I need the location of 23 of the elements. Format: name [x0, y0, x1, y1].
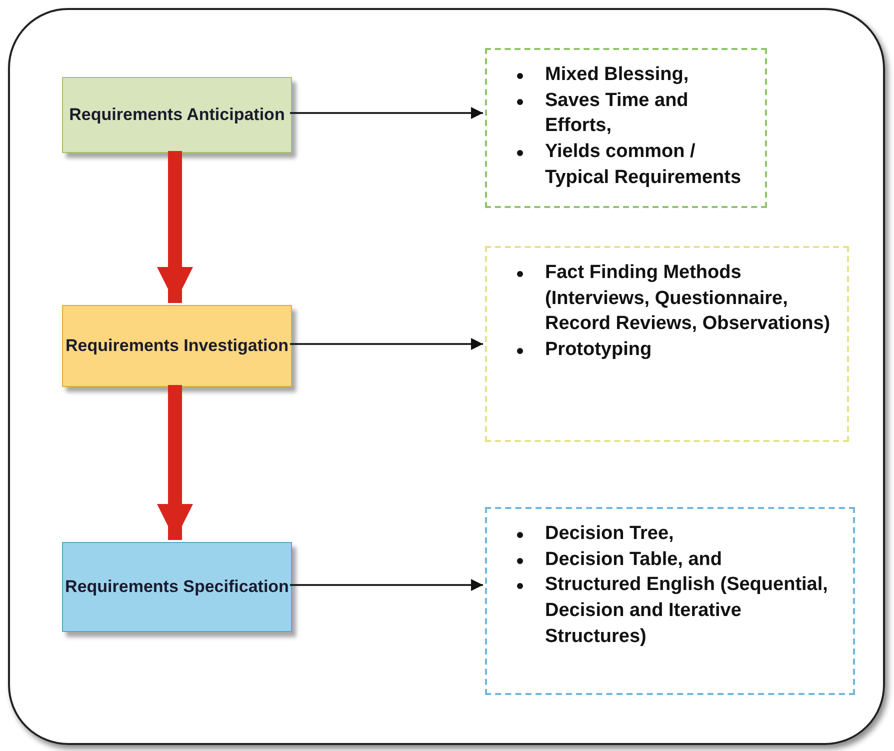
bullet-text: Structured English (Sequential, Decision and Iterative Structures): [545, 574, 828, 647]
note-box: [485, 48, 767, 208]
bullet-text: Prototyping: [545, 338, 652, 360]
bullet-text: Fact Finding Methods (Interviews, Questionnaire, Record Reviews, Observations): [545, 262, 830, 334]
box-label: Requirements Specification: [65, 577, 289, 597]
arrow: [157, 385, 193, 540]
process-box: [62, 542, 292, 632]
bullet-text: Decision Tree,: [545, 523, 674, 544]
bullet-text: Decision Table, and: [545, 548, 722, 570]
note-box: [485, 246, 849, 442]
bullet-text: Saves Time and Efforts,: [545, 90, 688, 136]
bullet-text: Yields common / Typical Requirements: [545, 140, 742, 188]
process-box: [62, 77, 292, 153]
box-label: Requirements Anticipation: [69, 105, 285, 125]
note-box: [485, 507, 855, 695]
process-box: [62, 305, 292, 387]
box-label: Requirements Investigation: [66, 336, 288, 356]
arrow: [290, 338, 483, 350]
outer-frame: [8, 8, 885, 745]
arrow: [290, 579, 483, 591]
arrow: [290, 107, 483, 119]
arrow: [157, 151, 193, 303]
bullet-text: Mixed Blessing,: [545, 64, 689, 85]
